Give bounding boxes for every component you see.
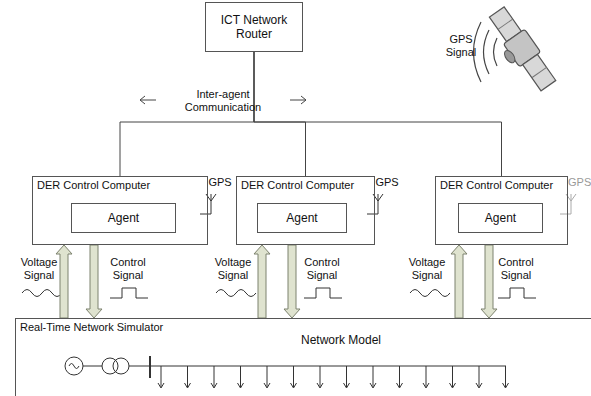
load-arrow: [158, 383, 164, 388]
der-computer-box: DER Control ComputerAgent: [435, 176, 568, 245]
load-arrow: [423, 383, 429, 388]
signal-arrow: [284, 245, 300, 318]
load-arrow: [370, 383, 376, 388]
load-arrow: [317, 383, 323, 388]
model-label: Network Model: [296, 333, 386, 347]
antenna-symbol: [367, 194, 383, 214]
gps-label: GPS: [375, 176, 399, 189]
gps-label: GPS: [568, 176, 590, 189]
load-line: [399, 366, 400, 387]
load-arrow: [264, 383, 270, 388]
signal-label: Control Signal: [490, 256, 542, 282]
box-heading: DER Control Computer: [436, 177, 567, 194]
communication-label: Inter-agent Communication: [160, 88, 286, 114]
load-line: [267, 366, 268, 387]
router-box: ICT Network Router: [205, 2, 303, 52]
load-arrow: [476, 383, 482, 388]
gps-satellite: [481, 5, 559, 97]
signal-waves: [474, 22, 498, 82]
antenna-symbol: [200, 194, 216, 214]
load-arrow: [291, 383, 297, 388]
load-arrow: [344, 383, 350, 388]
load-line: [452, 366, 453, 387]
load-line: [479, 366, 480, 387]
load-line: [187, 366, 188, 387]
signal-arrow: [481, 245, 497, 318]
signal-arrow: [451, 245, 467, 318]
signal-arrow: [254, 245, 270, 318]
signal-label: Control Signal: [296, 256, 348, 282]
simulator-box: Real-Time Network Simulator: [15, 318, 591, 396]
load-arrow: [211, 383, 217, 388]
load-line: [214, 366, 215, 387]
network-link: [120, 52, 254, 176]
antenna-symbol: [560, 194, 576, 214]
agent-box: Agent: [257, 203, 347, 233]
box-label: Agent: [485, 211, 516, 225]
network-link: [254, 52, 502, 176]
load-line: [426, 366, 427, 387]
box-label: Agent: [108, 211, 139, 225]
gps-signal-label: GPS Signal: [438, 33, 484, 59]
load-line: [161, 366, 162, 387]
load-line: [346, 366, 347, 387]
agent-box: Agent: [458, 203, 543, 233]
network-model: [65, 356, 509, 388]
box-label: Agent: [286, 211, 317, 225]
load-arrow: [185, 383, 191, 388]
der-computer-box: DER Control ComputerAgent: [32, 176, 208, 245]
load-line: [240, 366, 241, 387]
box-heading: DER Control Computer: [33, 177, 207, 194]
box-heading: DER Control Computer: [237, 177, 374, 194]
load-arrow: [397, 383, 403, 388]
signal-arrow: [86, 245, 102, 318]
signal-label: Control Signal: [102, 256, 154, 282]
load-arrow: [450, 383, 456, 388]
control-pulses: [110, 288, 536, 298]
load-line: [373, 366, 374, 387]
agent-box: Agent: [71, 203, 176, 233]
signal-arrow: [56, 245, 72, 318]
gps-label: GPS: [208, 176, 232, 189]
der-computer-box: DER Control ComputerAgent: [236, 176, 375, 245]
voltage-waves: [22, 290, 450, 297]
box-label: ICT Network Router: [216, 13, 292, 42]
load-line: [293, 366, 294, 387]
load-line: [505, 366, 506, 387]
signal-label: Voltage Signal: [400, 256, 454, 282]
signal-label: Voltage Signal: [206, 256, 260, 282]
network-link: [254, 52, 306, 176]
load-line: [320, 366, 321, 387]
load-arrow: [503, 383, 509, 388]
load-arrow: [238, 383, 244, 388]
signal-label: Voltage Signal: [12, 256, 66, 282]
